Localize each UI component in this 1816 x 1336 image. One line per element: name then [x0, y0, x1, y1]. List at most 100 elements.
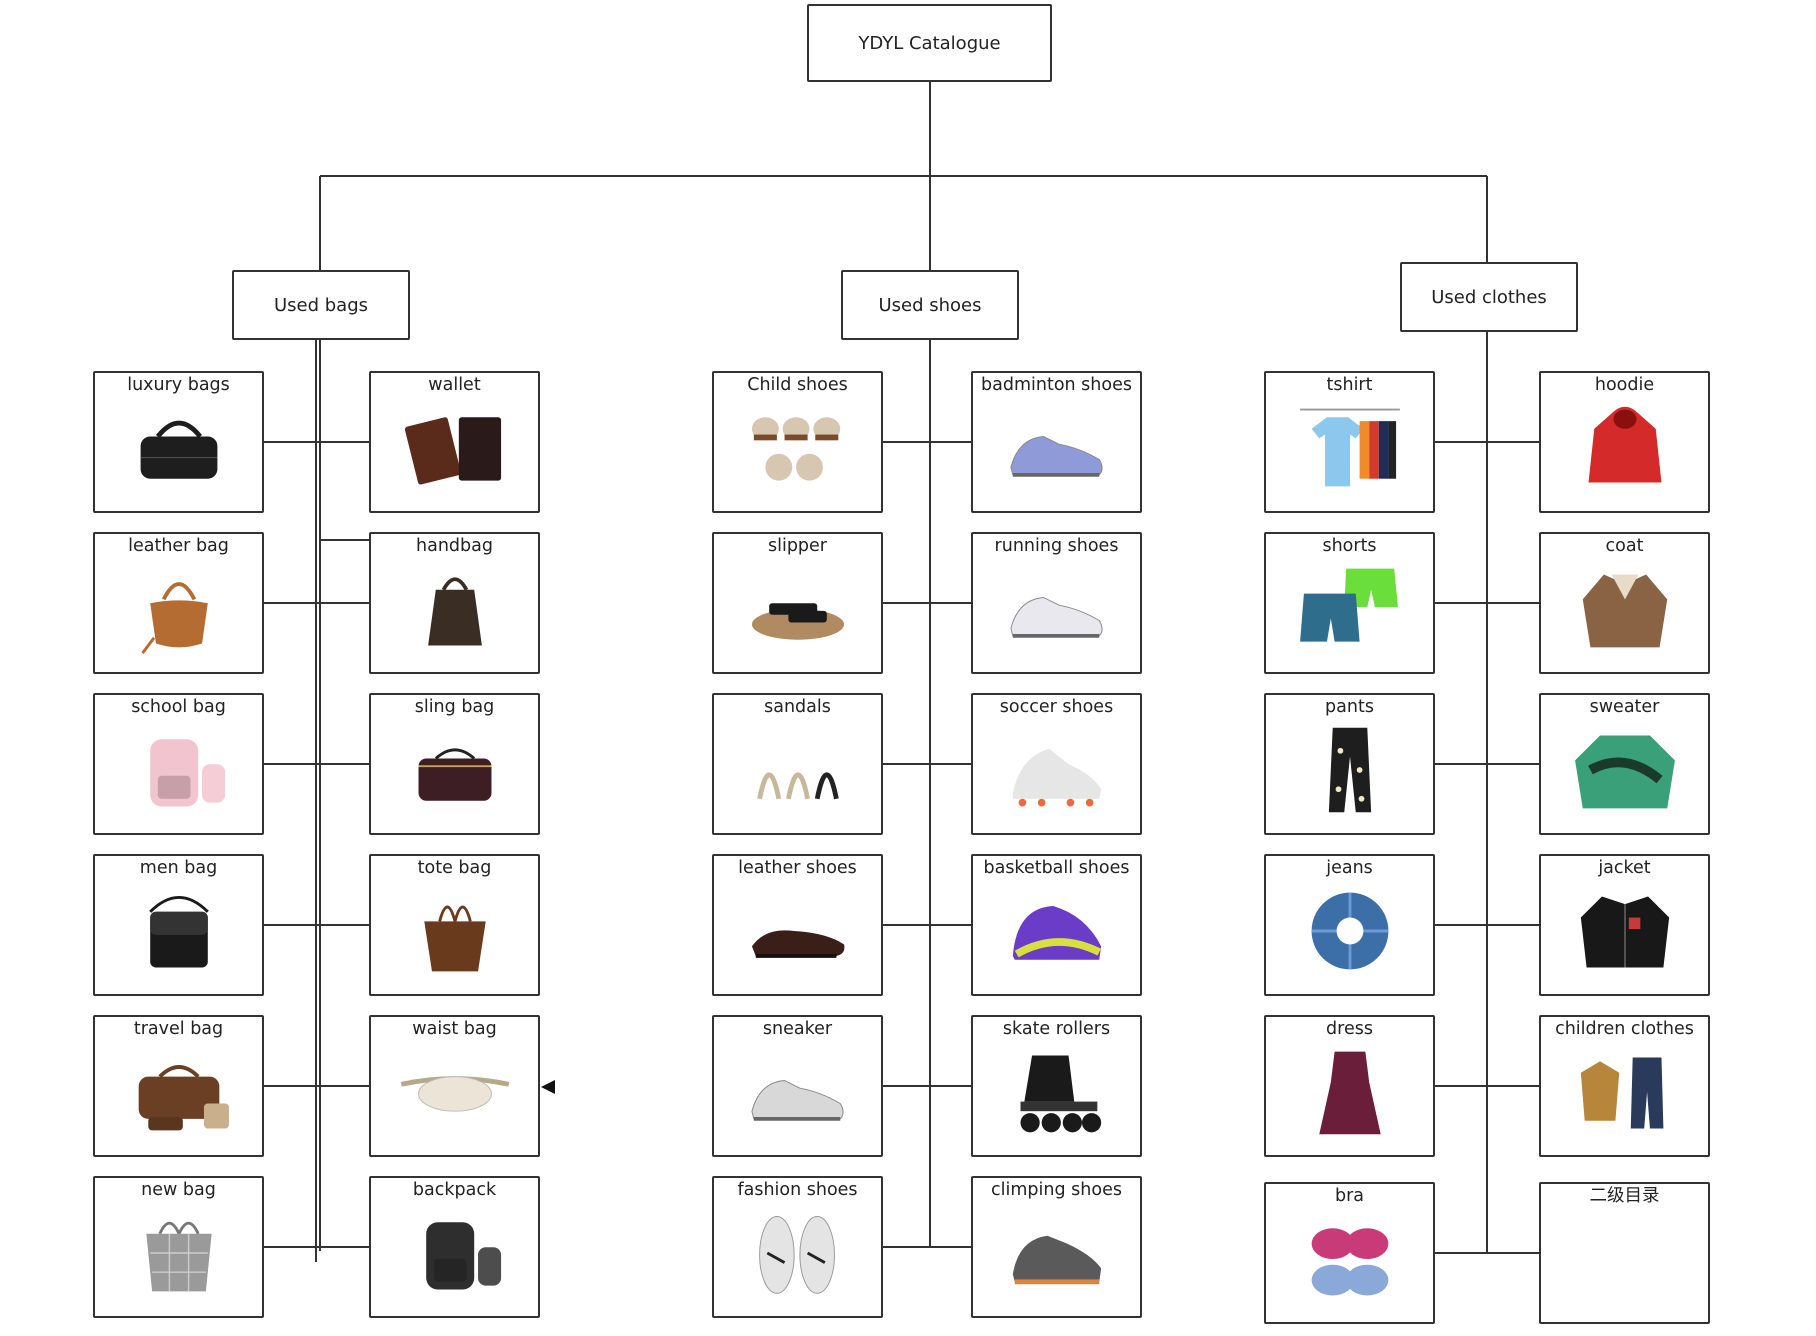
bra-icon — [1292, 1211, 1408, 1307]
leaf-backpack[interactable]: backpack — [369, 1176, 540, 1318]
duffel-bag-icon — [121, 400, 237, 496]
fashion-sneaker-icon — [740, 1205, 856, 1301]
jeans-icon — [1292, 883, 1408, 979]
leaf-label: sandals — [764, 697, 831, 717]
leaf-tote-bag[interactable]: tote bag — [369, 854, 540, 996]
leaf-waist-bag[interactable]: waist bag — [369, 1015, 540, 1157]
puffer-bag-icon — [121, 1205, 237, 1301]
leaf-label: Child shoes — [747, 375, 848, 395]
leaf-sneaker[interactable]: sneaker — [712, 1015, 883, 1157]
leaf-school-bag[interactable]: school bag — [93, 693, 264, 835]
leaf-dress[interactable]: dress — [1264, 1015, 1435, 1157]
category-used-shoes[interactable]: Used shoes — [841, 270, 1019, 340]
leaf-label: fashion shoes — [737, 1180, 858, 1200]
leaf-label: climping shoes — [991, 1180, 1122, 1200]
leaf-label: sling bag — [414, 697, 495, 717]
dress-shoe-icon — [740, 883, 856, 979]
leaf-label: new bag — [141, 1180, 216, 1200]
leaf-pants[interactable]: pants — [1264, 693, 1435, 835]
jacket-icon — [1567, 883, 1683, 979]
leaf-hoodie[interactable]: hoodie — [1539, 371, 1710, 513]
waist-bag-icon — [397, 1044, 513, 1140]
baby-shoes-icon — [740, 400, 856, 496]
leaf-soccer-shoes[interactable]: soccer shoes — [971, 693, 1142, 835]
leaf-men-bag[interactable]: men bag — [93, 854, 264, 996]
leaf-label: skate rollers — [1002, 1019, 1111, 1039]
box-bag-icon — [397, 722, 513, 818]
leaf-label: soccer shoes — [999, 697, 1114, 717]
wallet-icon — [397, 400, 513, 496]
leaf-label: wallet — [428, 375, 481, 395]
leaf-new-bag[interactable]: new bag — [93, 1176, 264, 1318]
backpack-icon — [121, 722, 237, 818]
leaf-label: dress — [1326, 1019, 1373, 1039]
shorts-icon — [1292, 561, 1408, 657]
leaf-label: men bag — [139, 858, 218, 878]
leaf-label: shorts — [1322, 536, 1377, 556]
category-label: Used shoes — [878, 294, 982, 316]
leaf-running-shoes[interactable]: running shoes — [971, 532, 1142, 674]
leaf-label: jeans — [1326, 858, 1373, 878]
running-shoe-icon — [999, 561, 1115, 657]
leaf-label: waist bag — [412, 1019, 497, 1039]
leaf-wallet[interactable]: wallet — [369, 371, 540, 513]
slipper-icon — [740, 561, 856, 657]
dress-icon — [1292, 1044, 1408, 1140]
leaf-label: backpack — [412, 1180, 497, 1200]
leaf-leather-bag[interactable]: leather bag — [93, 532, 264, 674]
leaf-shorts[interactable]: shorts — [1264, 532, 1435, 674]
leaf-label: pants — [1325, 697, 1374, 717]
leaf-handbag[interactable]: handbag — [369, 532, 540, 674]
leaf-fashion-shoes[interactable]: fashion shoes — [712, 1176, 883, 1318]
leaf-label: luxury bags — [127, 375, 230, 395]
leaf-children-clothes[interactable]: children clothes — [1539, 1015, 1710, 1157]
leaf-label: slipper — [767, 536, 828, 556]
sweater-icon — [1567, 722, 1683, 818]
leaf-jacket[interactable]: jacket — [1539, 854, 1710, 996]
messenger-bag-icon — [121, 883, 237, 979]
leaf-label: bra — [1334, 1186, 1365, 1206]
leaf-travel-bag[interactable]: travel bag — [93, 1015, 264, 1157]
leaf-label: basketball shoes — [983, 858, 1130, 878]
category-used-clothes[interactable]: Used clothes — [1400, 262, 1578, 332]
leaf-jeans[interactable]: jeans — [1264, 854, 1435, 996]
pants-icon — [1292, 722, 1408, 818]
coat-icon — [1567, 561, 1683, 657]
leaf-climping-shoes[interactable]: climping shoes — [971, 1176, 1142, 1318]
category-used-bags[interactable]: Used bags — [232, 270, 410, 340]
leaf-label: coat — [1605, 536, 1644, 556]
leaf-sweater[interactable]: sweater — [1539, 693, 1710, 835]
leaf-luxury-bags[interactable]: luxury bags — [93, 371, 264, 513]
sport-shoe-icon — [999, 400, 1115, 496]
leaf-basketball-shoes[interactable]: basketball shoes — [971, 854, 1142, 996]
leaf-label: jacket — [1598, 858, 1651, 878]
root-node[interactable]: YDYL Catalogue — [807, 4, 1052, 82]
leaf-tshirt[interactable]: tshirt — [1264, 371, 1435, 513]
leaf-label: running shoes — [994, 536, 1119, 556]
leaf-label: sneaker — [762, 1019, 833, 1039]
leaf-label: 二级目录 — [1589, 1186, 1660, 1206]
leaf-二级目录[interactable]: 二级目录 — [1539, 1182, 1710, 1324]
hoodie-icon — [1567, 400, 1683, 496]
soccer-cleat-icon — [999, 722, 1115, 818]
leaf-sling-bag[interactable]: sling bag — [369, 693, 540, 835]
leaf-badminton-shoes[interactable]: badminton shoes — [971, 371, 1142, 513]
leaf-sandals[interactable]: sandals — [712, 693, 883, 835]
sneaker-icon — [740, 1044, 856, 1140]
leaf-label: badminton shoes — [981, 375, 1132, 395]
leaf-leather-shoes[interactable]: leather shoes — [712, 854, 883, 996]
handbag-icon — [397, 561, 513, 657]
leaf-label: school bag — [131, 697, 226, 717]
leaf-slipper[interactable]: slipper — [712, 532, 883, 674]
tote-bag-icon — [397, 883, 513, 979]
leaf-bra[interactable]: bra — [1264, 1182, 1435, 1324]
leaf-label: sweater — [1589, 697, 1660, 717]
hobo-bag-icon — [121, 561, 237, 657]
leaf-skate-rollers[interactable]: skate rollers — [971, 1015, 1142, 1157]
leaf-label: handbag — [416, 536, 493, 556]
leaf-coat[interactable]: coat — [1539, 532, 1710, 674]
leaf-child-shoes[interactable]: Child shoes — [712, 371, 883, 513]
leaf-label: leather shoes — [738, 858, 857, 878]
hiking-shoe-icon — [999, 1205, 1115, 1301]
